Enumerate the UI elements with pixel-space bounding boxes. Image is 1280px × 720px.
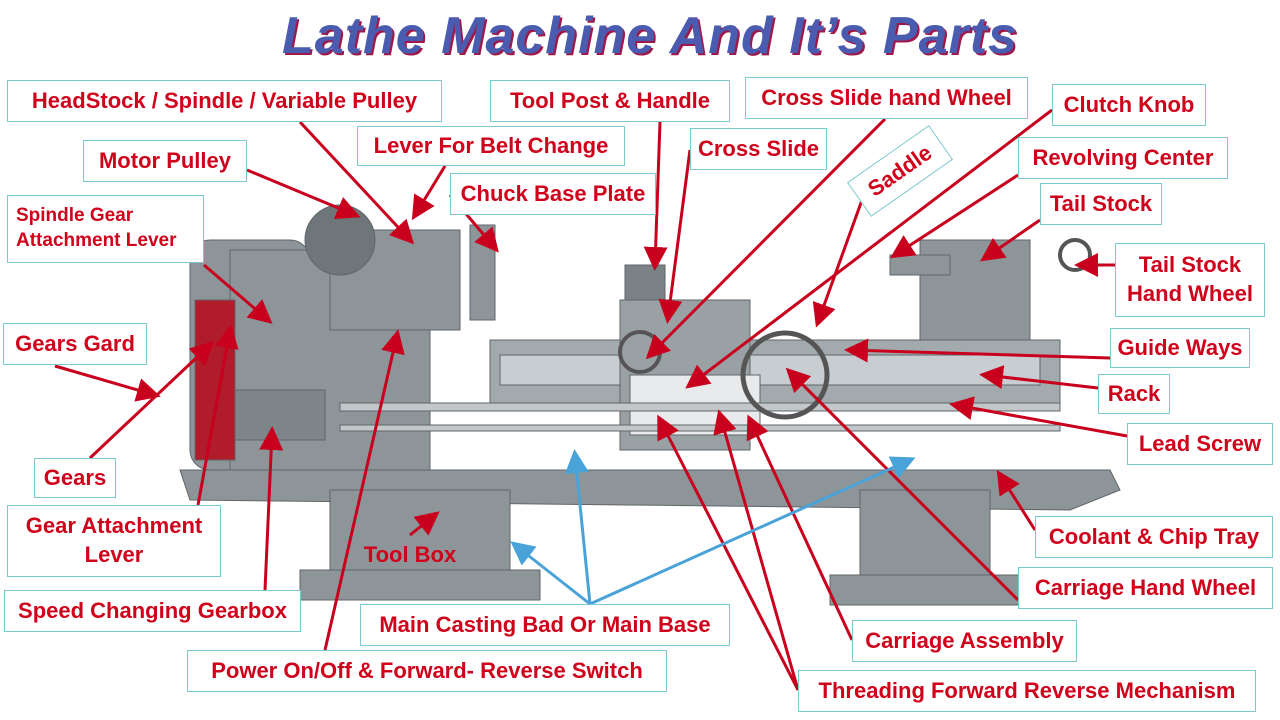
callout-arrows — [54, 108, 1128, 691]
base-arrows — [510, 449, 916, 606]
label-main-base: Main Casting Bad Or Main Base — [360, 604, 730, 646]
label-tail-stock-hand-wheel: Tail Stock Hand Wheel — [1115, 243, 1265, 317]
label-power-switch: Power On/Off & Forward- Reverse Switch — [187, 650, 667, 692]
label-line: Gear Attachment — [25, 513, 203, 539]
label-line: Tail Stock — [1138, 252, 1242, 278]
label-line: Hand Wheel — [1127, 281, 1253, 306]
label-cross-slide-hand-wheel: Cross Slide hand Wheel — [745, 77, 1028, 119]
label-line: Lever — [84, 542, 144, 567]
label-line: Spindle Gear — [16, 205, 134, 227]
page-title: Lathe Machine And It’s Parts — [282, 7, 1018, 65]
label-gears-gard: Gears Gard — [3, 323, 147, 365]
label-carriage-hand-wheel: Carriage Hand Wheel — [1018, 567, 1273, 609]
label-tool-post: Tool Post & Handle — [490, 80, 730, 122]
label-threading-mechanism: Threading Forward Reverse Mechanism — [798, 670, 1256, 712]
label-gears: Gears — [34, 458, 116, 498]
label-guide-ways: Guide Ways — [1110, 328, 1250, 368]
label-speed-changing-gearbox: Speed Changing Gearbox — [4, 590, 301, 632]
label-tool-box: Tool Box — [363, 541, 457, 567]
label-lead-screw: Lead Screw — [1127, 423, 1273, 465]
label-cross-slide: Cross Slide — [690, 128, 827, 170]
label-rack: Rack — [1098, 374, 1170, 414]
label-revolving-center: Revolving Center — [1018, 137, 1228, 179]
label-carriage-assembly: Carriage Assembly — [852, 620, 1077, 662]
label-motor-pulley: Motor Pulley — [83, 140, 247, 182]
label-chuck-base-plate: Chuck Base Plate — [450, 173, 656, 215]
label-gear-attachment-lever: Gear Attachment Lever — [7, 505, 221, 577]
label-headstock: HeadStock / Spindle / Variable Pulley — [7, 80, 442, 122]
machine-body — [179, 204, 1121, 606]
label-spindle-gear-lever: Spindle Gear Attachment Lever — [7, 195, 204, 263]
label-line: Attachment Lever — [16, 230, 177, 251]
label-clutch-knob: Clutch Knob — [1052, 84, 1206, 126]
label-lever-belt-change: Lever For Belt Change — [357, 126, 625, 166]
label-tail-stock: Tail Stock — [1040, 183, 1162, 225]
label-coolant-chip-tray: Coolant & Chip Tray — [1035, 516, 1273, 558]
